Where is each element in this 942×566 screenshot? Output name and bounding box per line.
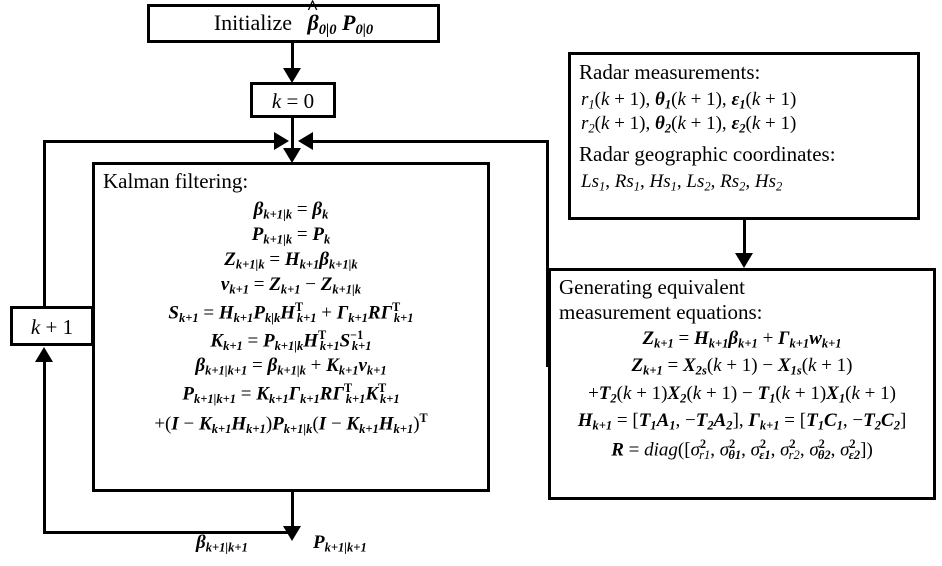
initialize-text: Initialize [213,10,292,35]
arrow-left-feedback-into-junction [274,132,289,150]
right-feedback-vline [546,140,549,367]
kalman-eq-8: Pk+1|k+1 = Kk+1Γk+1RΓTk+1KTk+1 [182,380,400,406]
generating-title-line-2: measurement equations: [559,299,763,324]
kalman-eq-3: Zk+1|k = Hk+1βk+1|k [224,249,358,272]
radar-measurements-box[interactable]: Radar measurements: r1(k + 1), θ1(k + 1)… [568,52,920,220]
arrow-junction-to-kalman [283,148,301,163]
kalman-eq-2: Pk+1|k = Pk [251,223,331,247]
edge-junction-to-kalman [291,140,294,152]
generating-eq-3: +T2(k + 1)X2(k + 1) − T1(k + 1)X1(k + 1) [588,382,896,406]
radar-title-coordinates: Radar geographic coordinates: [579,142,836,167]
left-feedback-vline-upper [43,140,46,306]
generating-eq-4: Hk+1 = [T1A1, −T2A2], Γk+1 = [T1C1, −T2C… [577,409,907,433]
initialize-label: Initialize β0|0 P0|0 [150,10,437,39]
left-feedback-bottom-hline [43,531,293,534]
k-equals-zero-box[interactable]: k = 0 [250,82,336,118]
arrow-initialize-to-k0 [283,68,301,83]
initialize-symbols: β0|0 P0|0 [308,10,374,38]
k-plus-one-box[interactable]: k + 1 [10,306,94,346]
edge-k0-to-junction [291,118,294,142]
arrow-radar-to-generating [735,253,753,268]
kalman-filtering-box[interactable]: Kalman filtering: βk+1|k = βk Pk+1|k = P… [92,162,490,492]
edge-radar-to-generating [743,220,746,258]
k-equals-zero-label: k = 0 [271,89,315,113]
left-feedback-vline-lower [43,360,46,534]
edge-kalman-to-output [291,492,294,530]
output-beta-label: βk+1|k+1 [196,532,248,555]
arrow-into-k-plus-one [35,347,53,362]
arrow-right-feedback-into-junction [298,132,313,150]
initialize-box[interactable]: Initialize β0|0 P0|0 [147,4,440,43]
radar-measurement-row-2: r2(k + 1), θ2(k + 1), ε2(k + 1) [581,113,797,136]
kalman-title: Kalman filtering: [103,169,249,193]
radar-coordinates-row: Ls1, Rs1, Hs1, Ls2, Rs2, Hs2 [581,170,783,194]
right-feedback-top-hline [313,140,549,143]
kalman-eq-4: vk+1 = Zk+1 − Zk+1|k [220,274,362,297]
generating-equations-box[interactable]: Generating equivalent measurement equati… [548,268,936,500]
kalman-eq-6: Kk+1 = Pk+1|kHTk+1S−1k+1 [210,327,372,353]
output-p-label: Pk+1|k+1 [313,532,367,555]
kalman-eq-9: +(I − Kk+1Hk+1)Pk+1|k(I − Kk+1Hk+1)T [154,411,428,437]
edge-initialize-to-k0 [291,43,294,71]
kalman-eq-7: βk+1|k+1 = βk+1|k + Kk+1vk+1 [195,355,387,378]
left-feedback-top-hline [43,140,283,143]
arrow-kalman-output [283,526,301,541]
kalman-eq-1: βk+1|k = βk [253,198,329,222]
generating-title-line-1: Generating equivalent [559,275,746,299]
k-plus-one-label: k + 1 [30,315,74,339]
generating-eq-1: Zk+1 = Hk+1βk+1 + Γk+1wk+1 [642,328,842,351]
radar-title-measurements: Radar measurements: [579,60,761,84]
radar-measurement-row-1: r1(k + 1), θ1(k + 1), ε1(k + 1) [581,88,797,112]
generating-eq-5: R = diag([σ2r1, σ2θ1, σ2ε1, σ2r2, σ2θ2, … [611,437,873,463]
generating-eq-2: Zk+1 = X2s(k + 1) − X1s(k + 1) [631,355,853,378]
kalman-eq-5: Sk+1 = Hk+1Pk|kHTk+1 + Γk+1RΓTk+1 [168,299,414,325]
